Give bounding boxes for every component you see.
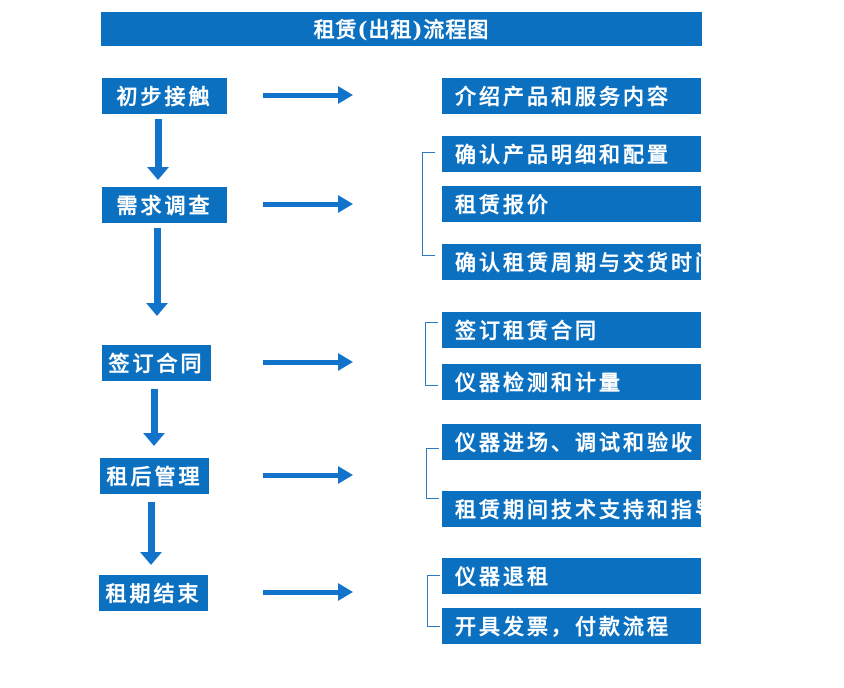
arrow-head — [147, 167, 169, 180]
arrow-head — [146, 303, 168, 316]
bracket-demand-survey-group — [422, 152, 435, 256]
right-arrow-icon-3 — [263, 353, 353, 371]
step-box-sign-contract: 签订合同 — [102, 345, 211, 381]
flowchart-title-bar: 租赁(出租)流程图 — [101, 12, 702, 46]
bracket-sign-contract-group — [425, 322, 438, 386]
bracket-rental-end-group — [427, 575, 440, 627]
arrow-shaft — [147, 502, 155, 552]
arrow-shaft — [263, 589, 338, 595]
detail-box-invoice-payment: 开具发票，付款流程 — [442, 608, 701, 644]
detail-box-introduce-products: 介绍产品和服务内容 — [442, 78, 701, 114]
down-arrow-icon-1 — [147, 119, 169, 180]
arrow-shaft — [263, 359, 338, 365]
detail-box-confirm-product-details: 确认产品明细和配置 — [442, 136, 701, 172]
down-arrow-icon-2 — [146, 228, 168, 316]
right-arrow-icon-2 — [263, 195, 353, 213]
bracket-post-rental-group — [426, 448, 439, 499]
arrow-head — [338, 353, 353, 371]
arrow-head — [143, 433, 165, 446]
arrow-head — [338, 195, 353, 213]
down-arrow-icon-3 — [143, 389, 165, 446]
detail-box-instrument-testing: 仪器检测和计量 — [442, 364, 701, 400]
right-arrow-icon-1 — [263, 86, 353, 104]
down-arrow-icon-4 — [140, 502, 162, 565]
arrow-shaft — [153, 228, 161, 303]
detail-box-rental-quote: 租赁报价 — [442, 186, 701, 222]
arrow-head — [338, 86, 353, 104]
arrow-head — [338, 466, 353, 484]
detail-box-tech-support: 租赁期间技术支持和指导 — [442, 491, 716, 527]
step-box-demand-survey: 需求调查 — [102, 187, 227, 223]
arrow-shaft — [154, 119, 162, 167]
detail-box-confirm-rental-period: 确认租赁周期与交货时间 — [442, 244, 716, 280]
step-box-rental-end: 租期结束 — [99, 575, 208, 611]
step-box-initial-contact: 初步接触 — [102, 78, 227, 114]
arrow-head — [140, 552, 162, 565]
arrow-shaft — [263, 92, 338, 98]
arrow-shaft — [263, 472, 338, 478]
right-arrow-icon-4 — [263, 466, 353, 484]
arrow-shaft — [263, 201, 338, 207]
detail-box-instrument-return: 仪器退租 — [442, 558, 701, 594]
arrow-shaft — [150, 389, 158, 433]
right-arrow-icon-5 — [263, 583, 353, 601]
step-box-post-rental-management: 租后管理 — [100, 458, 209, 494]
arrow-head — [338, 583, 353, 601]
flowchart-title: 租赁(出租)流程图 — [313, 17, 490, 42]
detail-box-sign-rental-contract: 签订租赁合同 — [442, 312, 701, 348]
detail-box-instrument-setup: 仪器进场、调试和验收 — [442, 424, 701, 460]
